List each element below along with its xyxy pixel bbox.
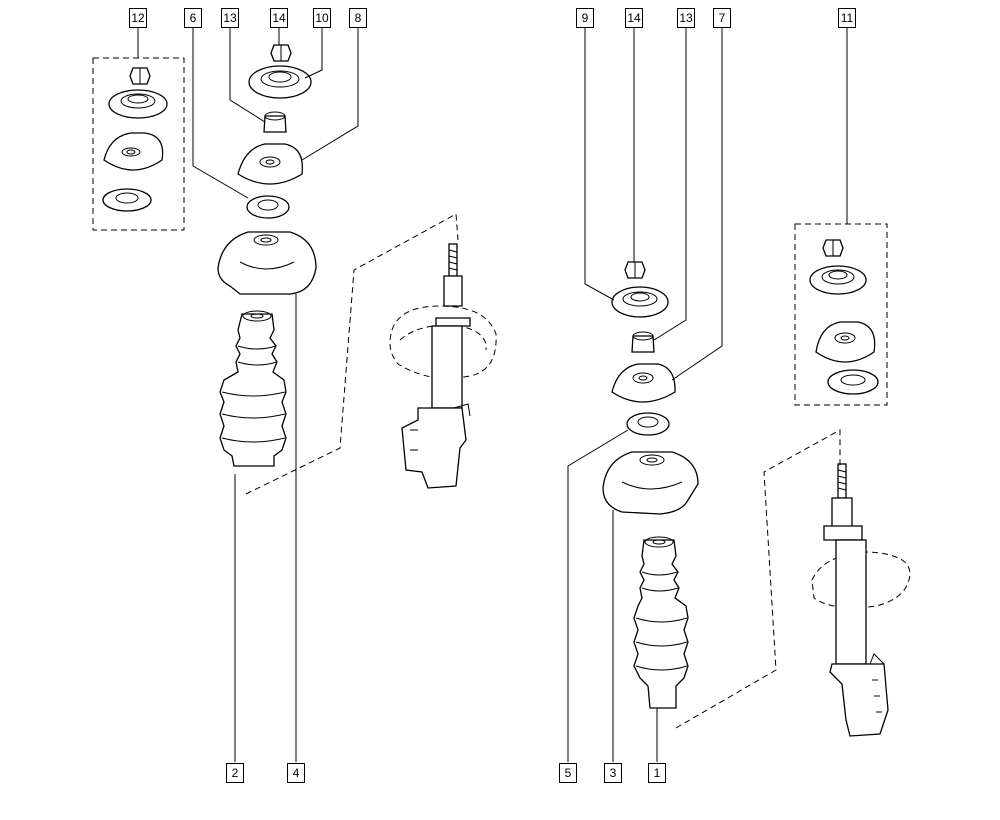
- callout-14-right: 14: [625, 8, 643, 28]
- strut-right: [811, 463, 911, 737]
- callout-12: 12: [129, 8, 147, 28]
- callout-9: 9: [576, 8, 594, 28]
- kit-11-upper-cup: [809, 265, 867, 295]
- callout-13-right: 13: [677, 8, 695, 28]
- kit-11-mount: [815, 321, 876, 363]
- callout-11: 11: [838, 8, 856, 28]
- kit-12-nut: [129, 67, 151, 85]
- callout-4: 4: [287, 763, 305, 783]
- callout-6: 6: [184, 8, 202, 28]
- kit-11-nut: [822, 239, 844, 257]
- leader-dashed-left: [245, 213, 459, 495]
- bushing-13-right: [631, 331, 655, 353]
- strut-left: [389, 243, 497, 489]
- nut-14-left: [270, 44, 292, 62]
- nut-14-right: [624, 261, 646, 279]
- callout-14-left: 14: [270, 8, 288, 28]
- callout-1: 1: [648, 763, 666, 783]
- bushing-13-left: [263, 111, 287, 133]
- spring-seat-4-left: [217, 231, 317, 295]
- kit-12-mount: [103, 132, 164, 171]
- callout-10: 10: [313, 8, 331, 28]
- callout-5: 5: [559, 763, 577, 783]
- mount-8-left: [237, 143, 304, 185]
- cup-10-left: [248, 65, 312, 99]
- callout-13-left: 13: [221, 8, 239, 28]
- callout-8: 8: [349, 8, 367, 28]
- callout-7: 7: [713, 8, 731, 28]
- spring-seat-3-right: [602, 451, 699, 515]
- callout-3: 3: [604, 763, 622, 783]
- washer-5-right: [626, 412, 670, 436]
- cup-9-right: [611, 286, 669, 318]
- leader-lines-right: [567, 27, 848, 762]
- kit-12-washer: [102, 188, 152, 212]
- kit-11-washer: [827, 369, 879, 395]
- kit-12-upper-cup: [108, 89, 168, 119]
- leader-lines-left: [137, 27, 359, 762]
- bump-stop-and-boot-1-right: [633, 536, 689, 709]
- mount-7-right: [611, 363, 676, 403]
- bump-stop-and-boot-2-left: [219, 310, 287, 467]
- washer-6-left: [246, 195, 290, 219]
- leader-dashed-right: [675, 429, 841, 729]
- callout-2: 2: [226, 763, 244, 783]
- kit-11-dashed-box: [794, 223, 888, 406]
